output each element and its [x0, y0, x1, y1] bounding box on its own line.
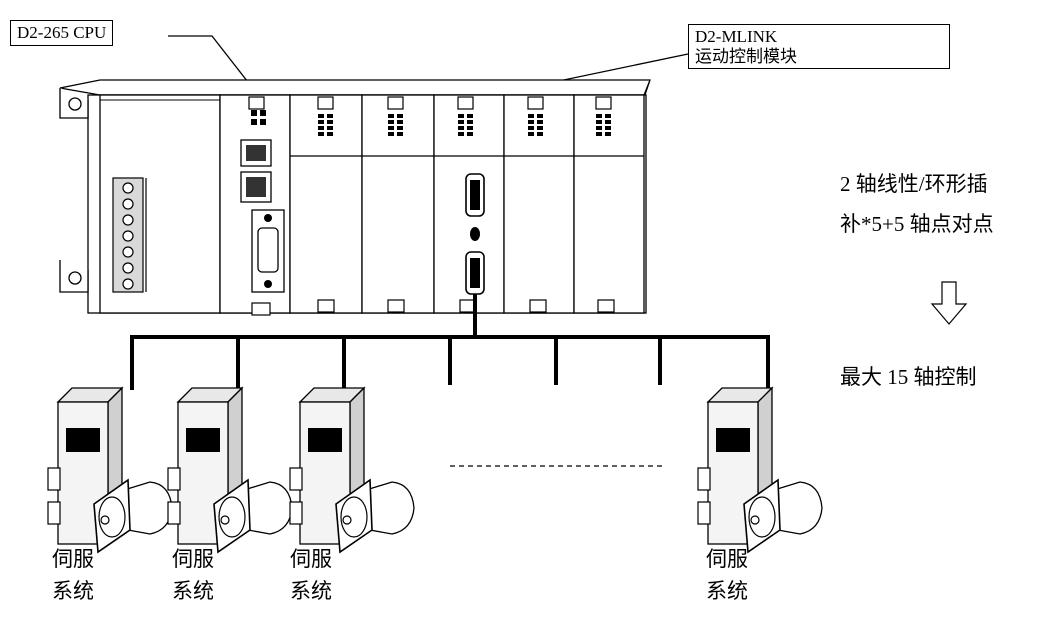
terminal-block: [122, 182, 134, 290]
servo-2-label-line1: 伺服: [172, 547, 214, 571]
servo-3-label: 伺服 系统: [290, 547, 332, 603]
mlink-label: D2-MLINK 运动控制模块: [688, 24, 950, 70]
side-text-line3: 最大 15 轴控制: [840, 365, 977, 389]
servo-4-label: 伺服 系统: [706, 547, 748, 603]
servo-3-label-line2: 系统: [290, 579, 332, 604]
io-module-2: [361, 94, 435, 314]
servo-drive-2: [167, 387, 293, 553]
io-module-1: [289, 94, 363, 314]
servo-2-label-line2: 系统: [172, 579, 214, 604]
side-text-line1: 2 轴线性/环形插: [840, 172, 988, 196]
mlink-module: [433, 94, 505, 314]
cpu-leader-line: [168, 35, 263, 101]
servo-drive-1: [47, 387, 173, 553]
mlink-label-line2: 运动控制模块: [695, 46, 797, 66]
servo-2-label: 伺服 系统: [172, 547, 214, 603]
network-bus: [130, 294, 770, 390]
down-arrow-icon: [930, 281, 968, 325]
plc-rack: [59, 79, 651, 316]
io-module-4: [573, 94, 645, 314]
io-module-3: [503, 94, 575, 314]
servo-1-label-line1: 伺服: [52, 547, 94, 571]
servo-1-label-line2: 系统: [52, 579, 94, 604]
cpu-label: D2-265 CPU: [10, 20, 114, 46]
servo-drive-3: [289, 387, 415, 553]
servo-drive-4: [697, 387, 823, 553]
side-text-line2: 补*5+5 轴点对点: [840, 212, 994, 236]
servo-3-label-line1: 伺服: [290, 547, 332, 571]
servo-4-label-line1: 伺服: [706, 547, 748, 571]
servo-1-label: 伺服 系统: [52, 547, 94, 603]
servo-4-label-line2: 系统: [706, 579, 748, 604]
mlink-label-line1: D2-MLINK: [695, 27, 778, 46]
